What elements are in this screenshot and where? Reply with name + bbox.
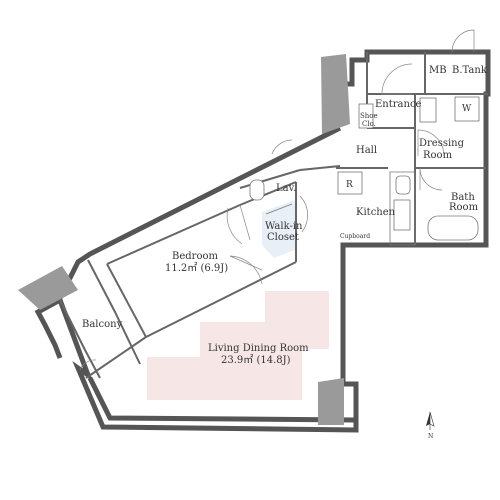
north-label: N bbox=[428, 433, 433, 440]
dressing-label-1: Dressing bbox=[419, 138, 465, 149]
kitchen-counter bbox=[389, 171, 416, 246]
balcony-door bbox=[79, 359, 97, 371]
bedroom-door-1 bbox=[226, 204, 251, 245]
outer-wall-lower bbox=[87, 376, 356, 423]
mb-label: MB bbox=[429, 65, 447, 76]
cupboard-label: Cupboard bbox=[340, 233, 370, 240]
hall-label: Hall bbox=[356, 145, 377, 156]
living-area-label: 23.9㎡ (14.8J) bbox=[221, 354, 291, 366]
shoe-closet-fixture bbox=[358, 103, 374, 129]
shoe-closet-label-1: Shoe bbox=[360, 112, 378, 120]
entrance-label: Entrance bbox=[375, 99, 422, 110]
shoe-closet-label-2: Clo. bbox=[362, 120, 376, 128]
toilet-fixture bbox=[249, 179, 265, 201]
dressing-sink-fixture bbox=[419, 97, 437, 123]
living-label: Living Dining Room bbox=[208, 343, 309, 354]
fridge-label: R bbox=[346, 180, 353, 190]
bedroom-wall bbox=[106, 181, 297, 338]
walkin-label-2: Closet bbox=[267, 232, 299, 243]
bedroom-label: Bedroom bbox=[172, 251, 218, 262]
sink-fixture bbox=[395, 175, 411, 195]
cooktop-fixture bbox=[393, 199, 411, 231]
fridge-fixture bbox=[337, 171, 363, 195]
column-top bbox=[321, 54, 350, 134]
kitchen-label: Kitchen bbox=[356, 207, 396, 218]
bathtub-fixture bbox=[427, 215, 479, 241]
lav-door bbox=[271, 139, 293, 155]
bath-label-1: Bath bbox=[451, 192, 475, 203]
dressing-label-2: Room bbox=[423, 150, 453, 161]
walkin-rail bbox=[265, 203, 293, 215]
bedroom-door-2 bbox=[229, 255, 263, 285]
walkin-label-1: Walk-in bbox=[265, 221, 303, 232]
balcony-label: Balcony bbox=[82, 319, 123, 330]
bedroom-area-label: 11.2㎡ (6.9J) bbox=[165, 262, 228, 274]
walk-in-closet-fill bbox=[262, 200, 295, 258]
bath-door bbox=[419, 167, 443, 191]
washer-fixture bbox=[454, 96, 480, 122]
walkin-door bbox=[299, 195, 308, 233]
balcony-partition bbox=[59, 259, 147, 379]
living-room-highlight bbox=[147, 291, 329, 400]
entrance-door bbox=[381, 63, 413, 95]
lav-label: Lav. bbox=[276, 183, 296, 194]
service-core-walls bbox=[239, 52, 488, 245]
bath-label-2: Room bbox=[449, 202, 479, 213]
btank-door bbox=[451, 29, 475, 53]
column-bottom-right bbox=[318, 378, 344, 425]
column-left bbox=[18, 266, 78, 310]
dressing-door bbox=[417, 129, 445, 157]
btank-label: B.Tank bbox=[452, 65, 488, 76]
washer-label: W bbox=[462, 104, 472, 114]
north-arrow-icon bbox=[426, 411, 435, 430]
